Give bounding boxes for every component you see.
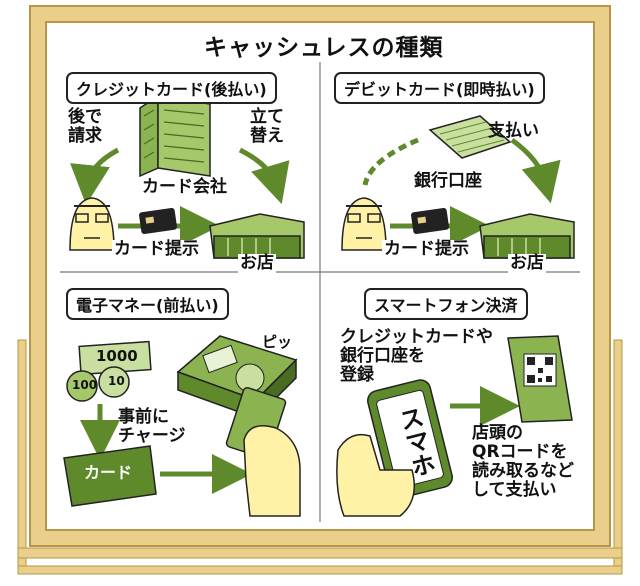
advance-arrow: [238, 147, 290, 205]
coin-100-label: 100: [72, 378, 98, 392]
card-present-label: カード提示: [112, 239, 201, 260]
debit-header: デビットカード(即時払い): [334, 72, 545, 104]
store-label: お店: [238, 253, 276, 274]
bill-arrow: [70, 147, 120, 205]
banknote-1000-label: 1000: [96, 347, 138, 365]
hand-holding-phone-icon: [336, 433, 415, 517]
bank-account-label: 銀行口座: [414, 171, 482, 191]
beep-label: ピッ: [262, 333, 293, 351]
emoney-header: 電子マネー(前払い): [66, 288, 229, 320]
credit-card-icon: [139, 207, 177, 235]
later-billing-label: 後で 請求: [68, 107, 102, 147]
qr-stand-icon: [507, 335, 573, 423]
debit-payment-arrow: [510, 137, 561, 204]
coin-icon: [98, 366, 130, 398]
payment-label: 支払い: [488, 121, 539, 141]
office-building-icon: [139, 94, 211, 178]
debit-dashed-path: [362, 137, 419, 186]
store-building-icon: [479, 213, 575, 259]
diagram-title: キャッシュレスの種類: [204, 35, 444, 61]
emoney-card-icon: [63, 445, 157, 507]
card-label: カード: [84, 463, 133, 482]
customer-face-icon: [341, 197, 387, 251]
coin-10-label: 10: [108, 374, 125, 388]
precharge-label: 事前に チャージ: [118, 407, 186, 447]
register-label: クレジットカードや 銀行口座を 登録: [340, 327, 493, 386]
advance-payment-label: 立て 替え: [250, 107, 284, 147]
store-building-icon: [209, 213, 305, 259]
store-label: お店: [508, 253, 546, 274]
smartphone-header: スマートフォン決済: [364, 288, 528, 320]
qr-payment-label: 店頭の QRコードを 読み取るなど して支払い: [472, 423, 574, 501]
credit-header: クレジットカード(後払い): [66, 72, 277, 104]
card-company-label: カード会社: [140, 177, 229, 198]
hand-holding-card-icon: [225, 387, 301, 517]
debit-card-icon: [411, 207, 449, 235]
card-present-label: カード提示: [382, 239, 471, 260]
smartphone-icon: [367, 379, 453, 499]
coin-icon: [66, 370, 98, 402]
customer-face-icon: [69, 197, 115, 251]
bankbook-icon: [428, 115, 512, 159]
